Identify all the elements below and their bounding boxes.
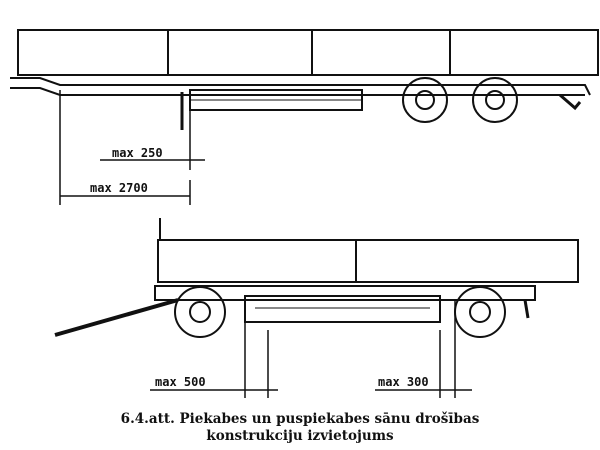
wheel: [454, 286, 506, 338]
drawbar: [54, 298, 179, 337]
semi-trailer-body: [17, 29, 599, 76]
wheel: [402, 77, 448, 123]
dimension-label: max 2700: [90, 181, 148, 195]
figure-caption-line1: 6.4.att. Piekabes un puspiekabes sānu dr…: [120, 411, 480, 427]
dimension-label: max 250: [112, 146, 163, 160]
wheel: [174, 286, 226, 338]
full-trailer-chassis: [154, 285, 536, 301]
dimension-label: max 500: [155, 375, 206, 389]
wheel: [472, 77, 518, 123]
dimension-label: max 300: [378, 375, 429, 389]
semi-trailer-chassis: [10, 77, 591, 96]
semi-trailer-drawing: [10, 29, 599, 205]
full-trailer-drawing: [54, 218, 579, 398]
figure-caption-line2: konstrukciju izvietojums: [206, 428, 394, 444]
full-trailer-body: [157, 239, 579, 283]
